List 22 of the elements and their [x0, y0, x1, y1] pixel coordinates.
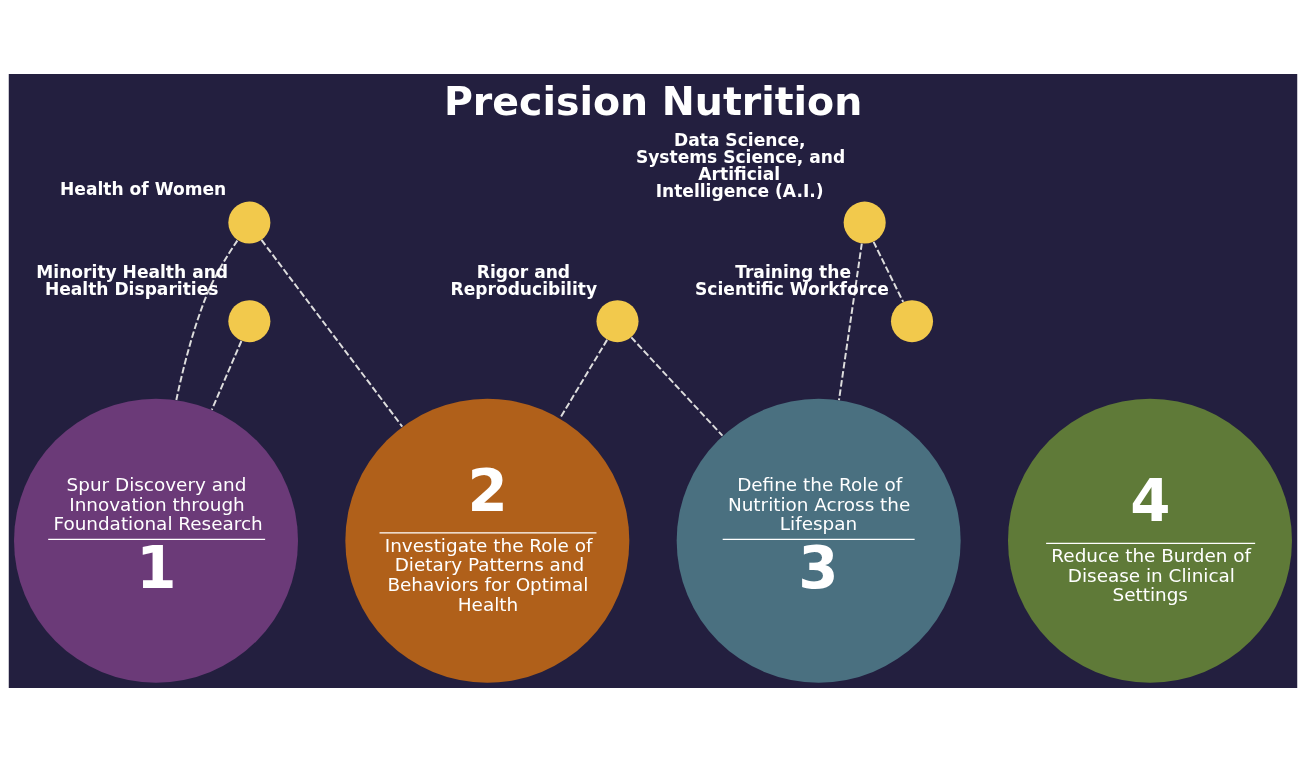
connector — [260, 238, 404, 428]
connector — [559, 338, 609, 419]
node-circle — [890, 299, 934, 342]
connector — [175, 239, 239, 401]
node-label: Rigor and Reproducibility — [450, 261, 598, 299]
node-circle — [228, 201, 271, 244]
connector — [872, 240, 905, 303]
node-label: Data Science, Systems Science, and Artificial Intelligence (A.I.) — [635, 129, 846, 201]
node-label: Minority Health and Health Disparities — [36, 261, 229, 299]
connector — [210, 339, 243, 411]
node-circle: 4 Reduce the Burden of Disease in Clinical Settings — [1008, 398, 1292, 683]
node-label: Training the Scientific Workforce — [695, 261, 889, 299]
node-circle: Spur Discovery and Innovation through Foundational Research 1 — [14, 398, 298, 683]
node-circle: 2 Investigate the Role of Dietary Patterns and Behaviors for Optimal Health — [345, 398, 630, 683]
connector — [838, 242, 863, 401]
node-circle — [843, 201, 886, 244]
node-circle: Define the Role of Nutrition Across the Lifespan 3 — [676, 398, 961, 683]
node-circle — [596, 299, 639, 342]
connector — [630, 335, 724, 437]
diagram-title: Precision Nutrition — [443, 77, 863, 124]
node-circle — [228, 299, 271, 342]
node-label: Health of Women — [60, 178, 227, 199]
